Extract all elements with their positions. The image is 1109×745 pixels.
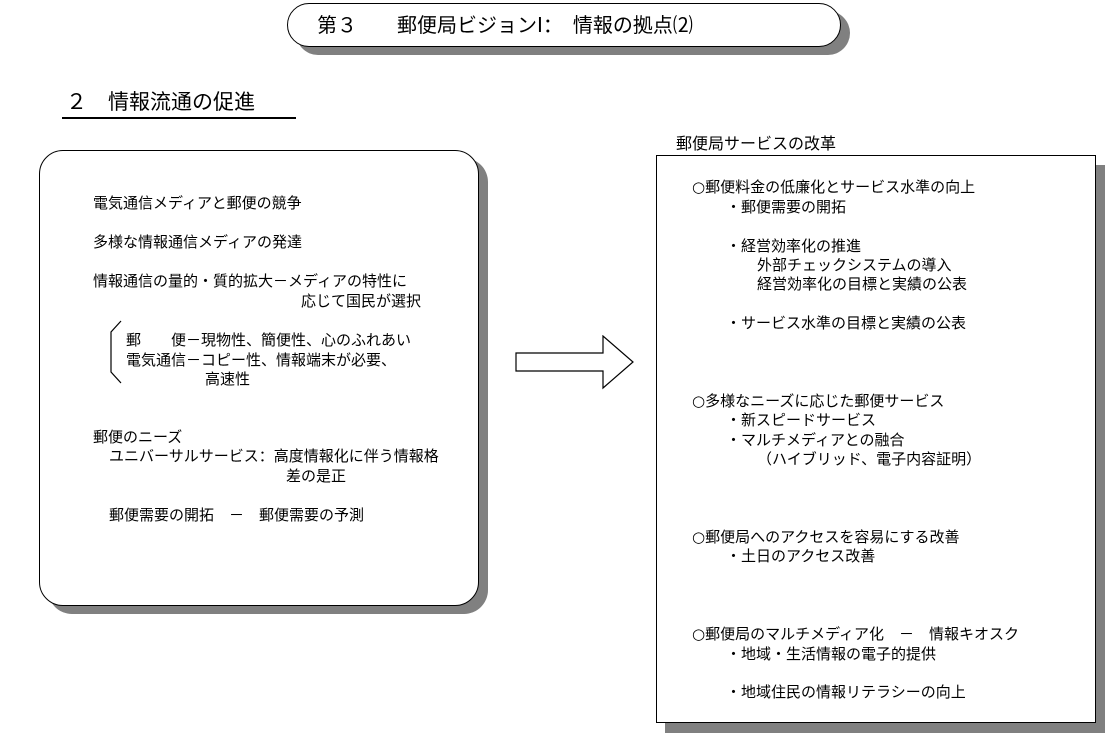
compare-postal: 郵 便－現物性、簡便性、心のふれあい (126, 331, 412, 349)
left-line-expansion: 情報通信の量的・質的拡大－メディアの特性に (93, 272, 407, 290)
needs-demand: 郵便需要の開拓 － 郵便需要の予測 (109, 506, 365, 524)
reform-item-1b2: 経営効率化の目標と実績の公表 (757, 275, 968, 293)
reform-item-3a: ・土日のアクセス改善 (726, 547, 876, 565)
needs-universal: ユニバーサルサービス：高度情報化に伴う情報格 (109, 447, 439, 465)
reform-item-1c: ・サービス水準の目標と実績の公表 (726, 314, 967, 332)
reform-group-3: ○郵便局へのアクセスを容易にする改善 (692, 528, 960, 546)
needs-universal-cont: 差の是正 (286, 467, 347, 485)
left-line-expansion-cont: 応じて国民が選択 (301, 292, 422, 310)
reform-item-4a: ・地域・生活情報の電子的提供 (726, 645, 937, 663)
reform-item-2b: ・マルチメディアとの融合 (726, 431, 905, 449)
right-heading: 郵便局サービスの改革 (676, 134, 837, 153)
reform-item-2a: ・新スピードサービス (726, 411, 877, 429)
reform-group-1: ○郵便料金の低廉化とサービス水準の向上 (692, 178, 976, 196)
right-box (656, 155, 1096, 723)
reform-group-4: ○郵便局のマルチメディア化 － 情報キオスク (692, 625, 1020, 643)
left-line-competition: 電気通信メディアと郵便の競争 (93, 194, 302, 212)
comparison-bracket (110, 320, 122, 384)
reform-item-4b: ・地域住民の情報リテラシーの向上 (726, 683, 966, 701)
left-box (39, 150, 479, 606)
title-box (287, 3, 841, 47)
section-heading: ２ 情報流通の促進 (66, 90, 255, 114)
compare-telecom: 電気通信－コピー性、情報端末が必要、 (126, 351, 397, 369)
reform-item-1a: ・郵便需要の開拓 (726, 198, 847, 216)
compare-telecom-cont: 高速性 (205, 370, 251, 388)
section-underline (62, 117, 296, 119)
reform-item-1b1: 外部チェックシステムの導入 (757, 256, 952, 274)
page-title: 第３ 郵便局ビジョンⅠ： 情報の拠点⑵ (317, 13, 693, 37)
right-arrow-icon (515, 335, 634, 390)
reform-item-2b1: （ハイブリッド、電子内容証明） (757, 450, 982, 468)
reform-group-2: ○多様なニーズに応じた郵便サービス (692, 392, 945, 410)
left-line-media-development: 多様な情報通信メディアの発達 (93, 233, 302, 251)
reform-item-1b: ・経営効率化の推進 (726, 237, 862, 255)
needs-title: 郵便のニーズ (93, 428, 183, 446)
